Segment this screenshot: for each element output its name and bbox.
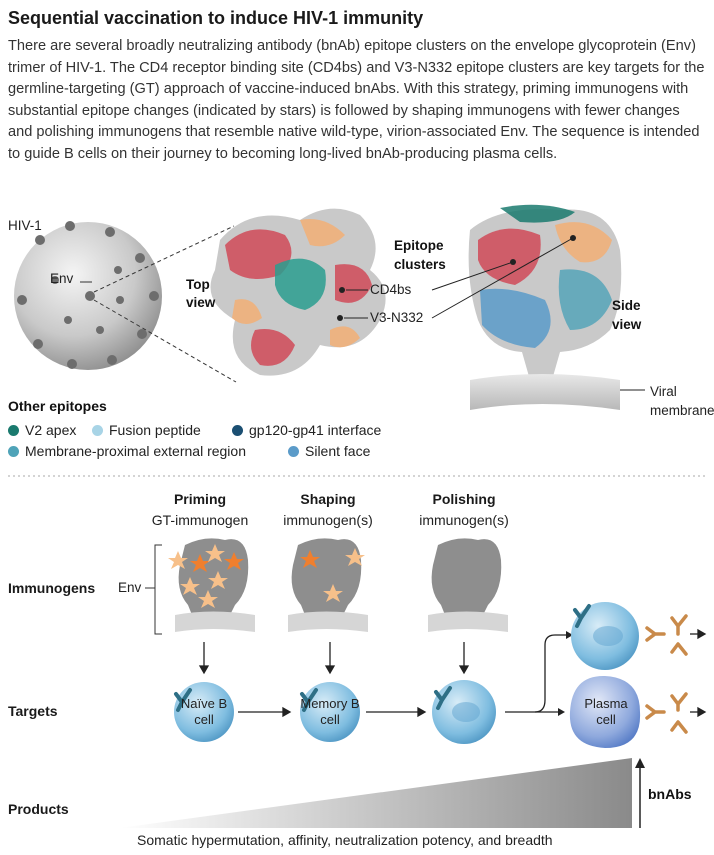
memory-b-cell [300, 682, 360, 742]
memory-b-cell-label: Memory B cell [300, 696, 360, 727]
priming-stars [168, 544, 244, 608]
intro-paragraph: There are several broadly neutralizing a… [8, 38, 705, 162]
row-immunogens: Immunogens [8, 580, 96, 596]
hiv-virion [14, 221, 162, 370]
progression-wedge [120, 758, 632, 828]
naive-b-cell-label: Naïve B cell [180, 696, 228, 727]
priming-immunogen [175, 538, 255, 632]
env-label: Env [50, 271, 74, 286]
gradient-caption: Somatic hypermutation, affinity, neutral… [137, 832, 553, 848]
other-epitopes-heading: Other epitopes [8, 398, 107, 414]
polishing-immunogen [428, 538, 508, 632]
naive-b-cell [174, 682, 234, 742]
row-products: Products [8, 801, 69, 817]
stage-shaping-heading: Shaping [300, 491, 356, 507]
legend-v2-apex: V2 apex [8, 422, 76, 438]
side-view-label: Side view [612, 298, 642, 332]
plasma-cell-label: Plasma cell [584, 696, 628, 727]
legend-v2-apex-label: V2 apex [25, 422, 77, 438]
legend-gp120-gp41-label: gp120-gp41 interface [249, 422, 382, 438]
cd4bs-label: CD4bs [370, 282, 412, 297]
viral-membrane-label: Viral membrane [650, 384, 714, 418]
mper-swatch [8, 445, 19, 457]
silent-face-swatch [288, 445, 299, 457]
legend-silent-face: Silent face [288, 443, 370, 459]
legend-fusion-peptide-label: Fusion peptide [109, 422, 201, 438]
row-targets: Targets [8, 703, 58, 719]
stage-priming-heading: Priming [173, 491, 227, 507]
v2-apex-swatch [8, 424, 19, 436]
stage-polishing-sub: immunogen(s) [419, 512, 509, 528]
top-view-label: Top view [186, 277, 216, 310]
stage-polishing-heading: Polishing [432, 491, 496, 507]
stage-priming-sub: GT-immunogen [151, 512, 249, 528]
env-side-view [468, 204, 622, 380]
legend-fusion-peptide: Fusion peptide [92, 422, 201, 438]
shaping-stars [300, 548, 365, 602]
epitope-clusters-label: Epitope clusters [394, 238, 446, 272]
stage-shaping-sub: immunogen(s) [283, 512, 373, 528]
v3-n332-label: V3-N332 [370, 310, 424, 325]
legend-mper-label: Membrane-proximal external region [25, 443, 246, 459]
bnabs-label: bnAbs [648, 786, 692, 802]
plasma-cell [569, 675, 641, 748]
env-top-view [210, 208, 386, 376]
legend-gp120-gp41: gp120-gp41 interface [232, 422, 381, 438]
env-bracket-label: Env [118, 580, 142, 595]
hiv-label: HIV-1 [8, 218, 42, 233]
legend-mper: Membrane-proximal external region [8, 443, 246, 459]
figure-title: Sequential vaccination to induce HIV-1 i… [8, 8, 424, 28]
legend-silent-face-label: Silent face [305, 443, 371, 459]
gp120-gp41-swatch [232, 424, 243, 436]
fusion-peptide-swatch [92, 424, 103, 436]
